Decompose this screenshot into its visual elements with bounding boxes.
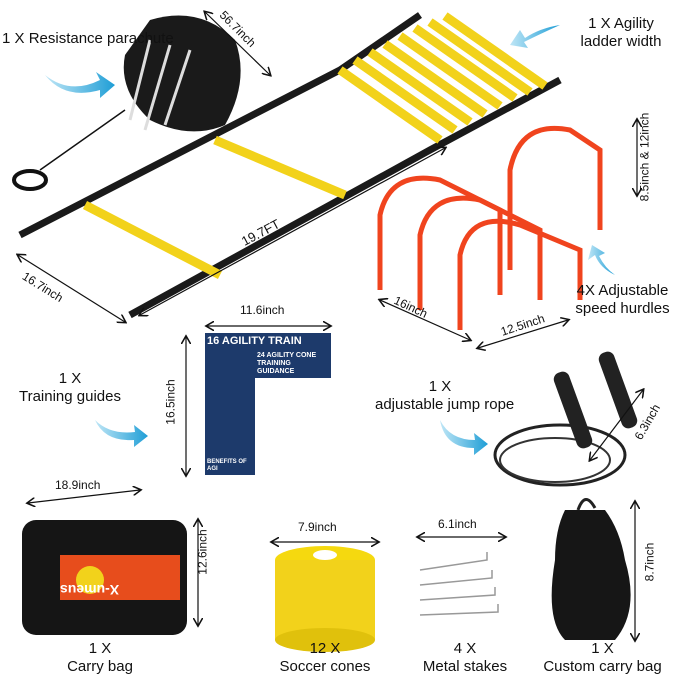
hurdles-label: 4X Adjustable speed hurdles [565,282,679,318]
metal-stakes-image [419,552,499,616]
arrow-icon [45,25,615,455]
count: 1 X [428,378,452,395]
custom-bag-image [551,498,631,640]
count: 1 X [58,370,82,387]
hurdle-height-dim: 8.5inch & 12inch [637,112,652,202]
count: 1 X [88,640,112,657]
count: 1 X [591,640,614,657]
agility-ladder-image [18,12,562,319]
name: Custom carry bag [543,658,662,675]
count: 4X [576,282,595,299]
name: Carry bag [67,658,133,675]
poster-right-sheet: 24 AGILITY CONE TRAINING GUIDANCE [255,350,331,475]
guide-height-dim: 16.5inch [163,379,178,425]
name: Metal stakes [422,658,508,675]
dimension-lines [18,12,643,640]
name: Adjustable speed hurdles [575,282,670,317]
name: Training guides [18,388,121,405]
carry-bag-width-dim: 18.9inch [55,478,101,492]
name: Soccer cones [279,658,371,675]
count: 1 X [2,30,25,47]
carry-bag-height-dim: 12.6inch [195,529,210,575]
cone-dim: 7.9inch [298,520,337,534]
custom-bag-dim: 8.7inch [642,542,657,582]
name: Resistance parachute [28,30,174,47]
ladder-label: 1 X Agility ladder width [566,15,676,51]
name: Agility ladder width [580,15,662,50]
count: 12 X [309,640,341,657]
poster-left-title: 16 AGILITY TRAIN [207,335,302,347]
count: 1 X [588,15,611,32]
parachute-label: 1 X Resistance parachute [2,30,174,48]
poster-footer: BENEFITS OF AGI [207,459,247,472]
training-guide-poster: 16 AGILITY TRAIN 24 AGILITY CONE TRAININ… [205,333,331,475]
name: adjustable jump rope [375,396,515,413]
brand-logo: X-umeus [60,582,120,598]
poster-right-title: 24 AGILITY CONE TRAINING GUIDANCE [255,350,331,378]
carry-bag-image [22,520,187,635]
stake-dim: 6.1inch [438,517,477,531]
jump-rope-image [493,351,638,487]
count: 4 X [453,640,477,657]
soccer-cones-image [275,546,375,652]
guide-width-dim: 11.6inch [240,303,285,317]
